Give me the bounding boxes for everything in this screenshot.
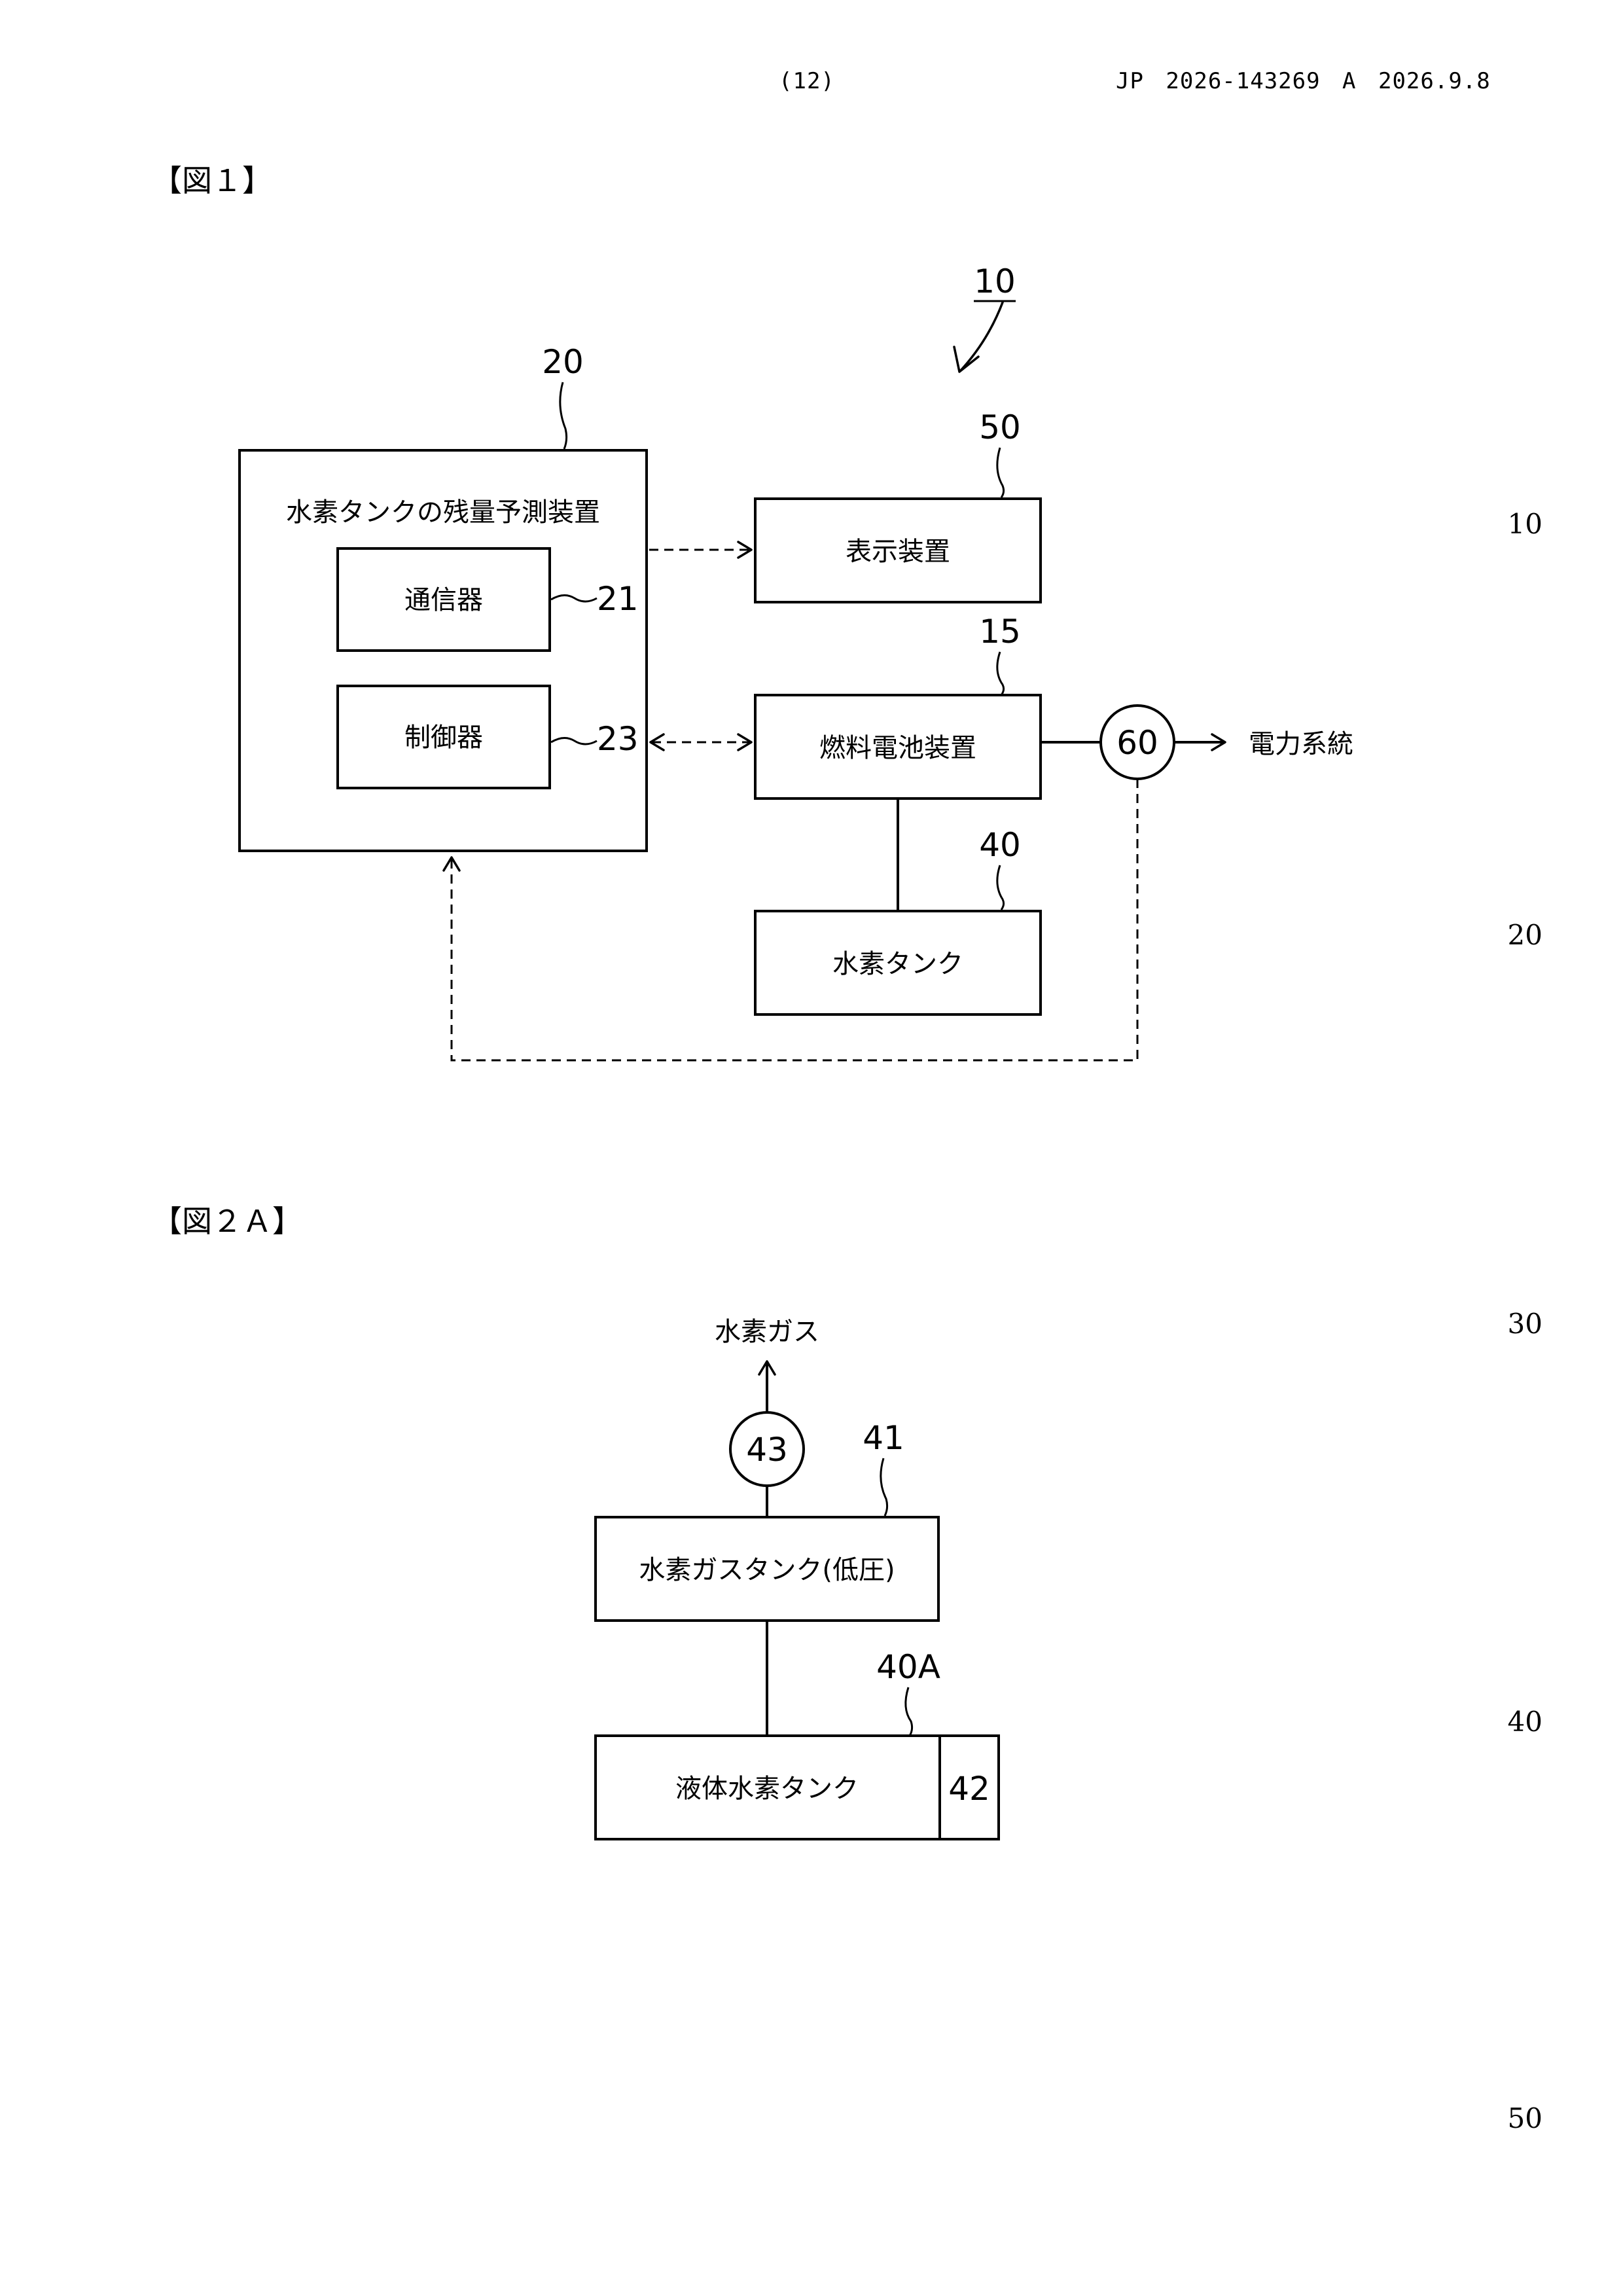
system-ref-arrowhead [954, 347, 978, 372]
hydrogen-gas-tank-label: 水素ガスタンク(低圧) [639, 1555, 895, 1585]
communicator-ref-leader [551, 595, 597, 601]
liquid-tank-ref-leader [906, 1687, 912, 1736]
controller-ref-leader [551, 738, 597, 744]
communicator-label: 通信器 [404, 585, 483, 615]
display-device-label: 表示装置 [846, 537, 950, 567]
fuel-cell-ref-leader [997, 652, 1004, 695]
figure-2a-diagram: 水素ガス 43 41 水素ガスタンク(低圧) 40A 液体水素タンク 42 [596, 1317, 999, 1839]
meter-ref-label: 60 [1116, 724, 1158, 762]
system-ref-label: 10 [974, 262, 1016, 300]
figure-1-diagram: 10 20 水素タンクの残量予測装置 通信器 21 制御器 23 50 表示装置… [240, 262, 1353, 1060]
hydrogen-tank-label: 水素タンク [832, 949, 963, 979]
communicator-ref-label: 21 [597, 580, 639, 618]
fuel-cell-ref-label: 15 [979, 613, 1021, 651]
liquid-hydrogen-tank-label: 液体水素タンク [675, 1774, 859, 1804]
device-ref-leader [560, 382, 567, 449]
hydrogen-gas-output-label: 水素ガス [715, 1317, 819, 1347]
fuel-cell-label: 燃料電池装置 [819, 733, 976, 763]
liquid-tank-ref-label: 40A [876, 1648, 940, 1686]
controller-label: 制御器 [404, 723, 483, 753]
gas-tank-ref-leader [881, 1458, 887, 1516]
controller-ref-label: 23 [597, 720, 639, 758]
meter-to-device-feedback-connector [452, 779, 1137, 1060]
display-ref-leader [997, 448, 1004, 497]
power-grid-label: 電力系統 [1249, 729, 1353, 759]
device-ref-label: 20 [542, 343, 584, 381]
valve-ref-label: 43 [746, 1431, 788, 1469]
system-ref-leader [961, 302, 1003, 370]
prediction-device-title: 水素タンクの残量予測装置 [286, 497, 600, 528]
display-ref-label: 50 [979, 408, 1021, 446]
hydrogen-tank-ref-leader [997, 865, 1004, 910]
gas-tank-ref-label: 41 [863, 1419, 904, 1457]
sub-unit-ref-label: 42 [948, 1770, 990, 1808]
hydrogen-tank-ref-label: 40 [979, 826, 1021, 864]
